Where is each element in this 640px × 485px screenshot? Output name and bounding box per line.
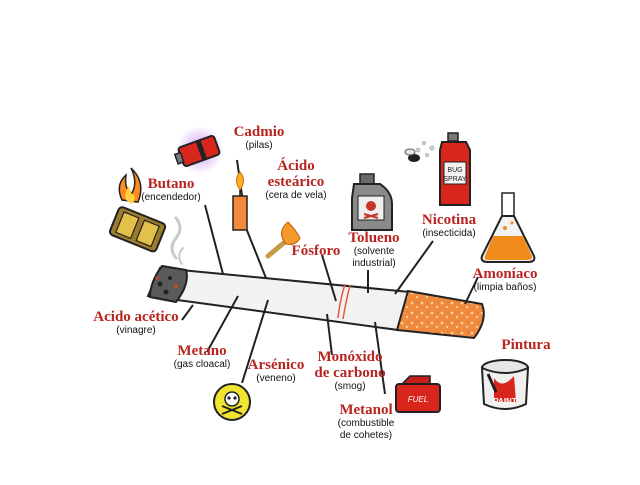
label-arsenico: Arsénico (veneno) xyxy=(243,357,309,385)
label-arsenico-desc: (veneno) xyxy=(256,373,296,384)
ash-tip xyxy=(148,264,188,304)
label-tolueno-desc-1: (solvente xyxy=(353,246,395,257)
flask-icon xyxy=(480,192,536,263)
label-metano-name: Metano xyxy=(177,343,227,359)
leader-lines xyxy=(181,159,479,395)
label-tolueno: Tolueno (solvente industrial) xyxy=(337,230,411,270)
bug-spray-icon: BUG SPRAY xyxy=(404,132,471,206)
label-tolueno-name: Tolueno xyxy=(348,230,400,246)
label-metano: Metano (gas cloacal) xyxy=(166,343,238,371)
label-cadmio: Cadmio (pilas) xyxy=(227,124,291,152)
label-butano-desc: (encendedor) xyxy=(141,192,201,203)
label-metanol: Metanol (combustible de cohetes) xyxy=(326,402,406,442)
label-fosforo: Fósforo xyxy=(286,243,346,259)
label-acido-acetico-desc: (vinagre) xyxy=(116,325,156,336)
label-arsenico-name: Arsénico xyxy=(247,357,305,373)
paint-can-text: PAINT xyxy=(493,397,517,406)
label-monoxido: Monóxido de carbono (smog) xyxy=(308,349,392,393)
label-monoxido-name-2: de carbono xyxy=(314,365,386,381)
label-nicotina: Nicotina (insecticida) xyxy=(409,212,489,240)
label-acido-estearico: Ácido esteárico (cera de vela) xyxy=(256,158,336,202)
label-butano-name: Butano xyxy=(147,176,195,192)
cigarette xyxy=(146,264,485,340)
match-icon xyxy=(265,221,301,259)
fuel-can-icon: FUEL xyxy=(395,375,441,413)
bug-spray-can-text-2: SPRAY xyxy=(443,176,467,183)
label-amoniaco-desc: (limpia baños) xyxy=(473,282,537,293)
lighter-icon xyxy=(108,167,167,253)
label-amoniaco-name: Amoníaco xyxy=(472,266,538,282)
battery-icon xyxy=(173,126,224,174)
label-cadmio-name: Cadmio xyxy=(233,124,285,140)
label-monoxido-desc: (smog) xyxy=(334,381,366,392)
label-metano-desc: (gas cloacal) xyxy=(173,359,231,370)
solvent-bottle-icon xyxy=(351,173,393,231)
candle-icon xyxy=(232,171,248,231)
label-pintura: Pintura xyxy=(496,337,556,353)
label-metanol-desc-2: de cohetes) xyxy=(339,430,393,441)
label-nicotina-desc: (insecticida) xyxy=(422,228,476,239)
label-cadmio-desc: (pilas) xyxy=(245,140,273,151)
bug-spray-can-text-1: BUG xyxy=(447,167,462,174)
label-amoniaco: Amoníaco (limpia baños) xyxy=(460,266,550,294)
label-fosforo-name: Fósforo xyxy=(291,243,341,259)
label-acido-estearico-desc: (cera de vela) xyxy=(265,190,327,201)
label-pintura-name: Pintura xyxy=(501,337,551,353)
smoke xyxy=(170,216,184,265)
label-acido-acetico: Acido acético (vinagre) xyxy=(86,309,186,337)
fuel-can-text: FUEL xyxy=(408,395,428,404)
label-monoxido-name-1: Monóxido xyxy=(317,349,383,365)
paint-can-icon: PAINT xyxy=(480,359,530,410)
label-butano: Butano (encendedor) xyxy=(131,176,211,204)
label-acido-acetico-name: Acido acético xyxy=(93,309,179,325)
label-acido-estearico-name-1: Ácido xyxy=(277,158,315,174)
label-metanol-desc-1: (combustible xyxy=(337,418,395,429)
skull-icon xyxy=(213,383,251,421)
label-metanol-name: Metanol xyxy=(339,402,393,418)
label-acido-estearico-name-2: esteárico xyxy=(267,174,325,190)
label-nicotina-name: Nicotina xyxy=(421,212,477,228)
cigarette-filter xyxy=(395,289,485,340)
label-tolueno-desc-2: industrial) xyxy=(352,258,396,269)
